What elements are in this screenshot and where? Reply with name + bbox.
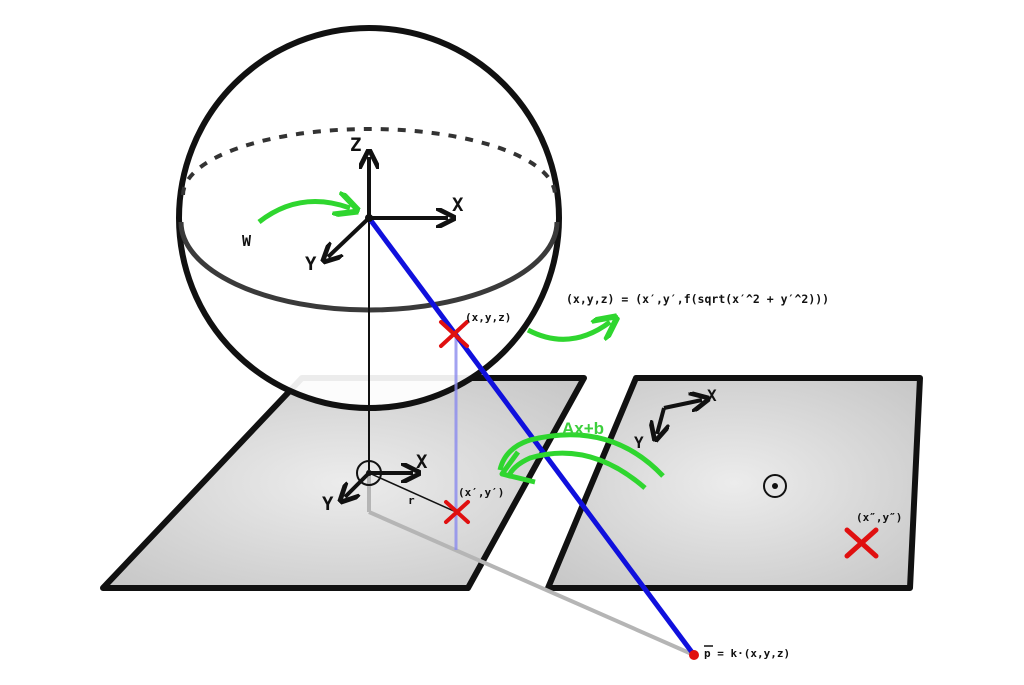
right-plane-x-label: X xyxy=(707,386,717,405)
right-plane-origin-symbol xyxy=(763,474,787,498)
sphere-point-label: (x,y,z) xyxy=(465,311,511,324)
transform-arrow-inner xyxy=(505,450,647,490)
transform-label: Ax+b xyxy=(562,419,604,438)
transform-arrowhead xyxy=(499,450,536,485)
image-point-marker xyxy=(844,527,879,559)
image-point-label: (x″,y″) xyxy=(856,511,902,524)
transform-arrow-outer xyxy=(497,432,665,478)
rotation-label: W xyxy=(242,232,252,250)
plane-point-label: (x′,y′) xyxy=(458,486,504,499)
sphere-axis-z-label: Z xyxy=(350,134,361,156)
right-plane xyxy=(545,375,923,591)
shadow-line-ground xyxy=(368,510,695,657)
camera-point-label: p = k·(x,y,z) xyxy=(704,647,790,660)
left-plane-y-axis xyxy=(345,471,371,497)
sphere-axis-y-label: Y xyxy=(305,253,317,275)
left-plane-x-label: X xyxy=(416,451,428,473)
right-plane-x-axis xyxy=(663,400,702,408)
sphere-axes xyxy=(328,157,448,257)
left-plane-y-label: Y xyxy=(322,493,334,515)
sphere-axis-x-label: X xyxy=(452,194,464,216)
radius-line xyxy=(368,472,457,513)
plane-point-marker xyxy=(444,500,470,524)
right-plane-y-label: Y xyxy=(634,433,644,452)
right-plane-origin-dot xyxy=(772,483,778,489)
camera-point xyxy=(689,650,699,660)
mapping-arrow xyxy=(526,322,610,342)
sphere-equator-back xyxy=(181,127,557,196)
sphere-point-marker xyxy=(439,320,469,348)
radius-label: r xyxy=(408,494,415,507)
sphere-center xyxy=(365,214,373,222)
mapping-formula: (x,y,z) = (x′,y′,f(sqrt(x′^2 + y′^2))) xyxy=(566,292,829,306)
right-plane-y-axis xyxy=(657,407,664,434)
rotation-arrow xyxy=(257,202,350,224)
ray-line xyxy=(366,216,697,657)
